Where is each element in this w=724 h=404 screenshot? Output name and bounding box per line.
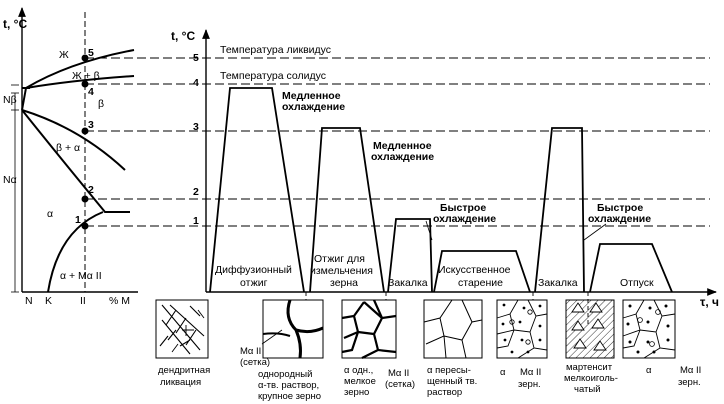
caption-tempered-grain: зерн. [678,377,701,388]
label-network-word: (сетка) [240,357,270,368]
caption-coarse-line1: однородный [258,369,312,380]
caption-martensite-line3: чатый [574,384,601,395]
fast-cooling-2-line2: охлаждение [588,213,651,225]
curve-recrystallization-annealing [309,127,385,293]
curve-diffusion-annealing [209,87,305,293]
tick-4: 4 [193,77,199,89]
quench-2-label: Закалка [538,277,578,289]
caption-particles-grain: зерн. [518,379,541,390]
region-beta: β [98,98,104,110]
slow-cooling-2-line2: охлаждение [371,151,434,163]
caption-martensite-line2: мелкоиголь- [564,373,618,384]
n-beta-label: Nβ [3,94,17,106]
temperature-time-diagram: t, °C τ, ч 5 4 3 2 1 Температура ликвиду… [85,29,719,324]
alpha-m-solvus-curve [47,211,104,293]
point-3-label: 3 [88,119,94,131]
slow-cooling-1-line2: охлаждение [282,101,345,113]
caption-particles-m: Mα II [520,367,541,378]
caption-super-line3: раствор [427,387,462,398]
micro-alpha-particles [496,299,548,359]
caption-fine-m: Mα II [388,368,409,379]
beta-solvus-curve [21,109,126,171]
tick-1: 1 [193,215,199,227]
diffusion-annealing-line1: Диффузионный [215,264,292,276]
artificial-aging-line2: старение [458,277,503,289]
micro-fine-grain [341,299,397,359]
micro-dendritic [155,299,209,359]
fast-cooling-2-line1: Быстрое [597,202,643,214]
slow-cooling-1-line1: Медленное [282,90,341,102]
tick-5: 5 [193,52,199,64]
slow-cooling-2-line1: Медленное [373,140,432,152]
point-1-label: 1 [75,214,81,226]
recrystallization-annealing-line2: измельчения [310,265,373,277]
liquidus-curve [25,49,135,89]
artificial-aging-line1: Искусственное [438,264,511,276]
phase-diagram: t, °C Ж Ж + β β β + α α α + Mα II 5 4 3 … [3,7,138,307]
fast-cooling-1-line1: Быстрое [440,202,486,214]
axis-m-label: % M [109,295,130,307]
caption-tempered-alpha: α [646,365,652,376]
micro-martensite [565,299,615,359]
n-alpha-label: Nα [3,174,17,186]
micro-coarse-grain [261,299,324,359]
solidus-curve [25,75,135,89]
label-network-m: Mα II [240,346,261,357]
region-alpha-m: α + Mα II [60,270,102,282]
region-liquid: Ж [59,49,69,61]
caption-coarse-line2: α-тв. раствор, [258,380,319,391]
caption-particles-alpha: α [500,367,506,378]
curve-quench-1 [387,218,433,293]
caption-martensite-line1: мартенсит [566,362,613,373]
caption-fine-net: (сетка) [385,379,415,390]
recrystallization-annealing-line1: Отжиг для [314,253,365,265]
caption-dendritic-line2: ликвация [160,377,201,388]
curve-quench-2 [534,127,585,293]
phase-axis-t-label: t, °C [3,17,27,31]
curve-artificial-aging [433,250,531,293]
tempering-label: Отпуск [620,277,654,289]
tick-2: 2 [193,186,199,198]
quench-1-label: Закалка [388,277,428,289]
alpha-solvus-curve [21,109,130,213]
region-beta-alpha: β + α [56,142,80,154]
micro-supersaturated [423,299,483,359]
microstructure-sketches: дендритная ликвация Mα II (сетка) одноро… [155,299,701,402]
caption-super-line2: щенный тв. [427,376,477,387]
tick-3: 3 [193,121,199,133]
liquidus-temp-label: Температура ликвидус [220,44,331,56]
point-5-label: 5 [88,47,94,59]
region-alpha: α [47,208,53,220]
caption-tempered-m: Mα II [680,365,701,376]
t-axis-label: t, °C [171,29,195,43]
caption-fine-line3: зерно [344,387,369,398]
caption-fine-line2: мелкое [344,376,376,387]
caption-coarse-line3: крупное зерно [258,391,321,402]
recrystallization-annealing-line3: зерна [330,277,358,289]
curve-tempering [589,243,673,293]
time-axis-label: τ, ч [700,295,719,309]
region-liquid-beta: Ж + β [72,70,100,82]
caption-dendritic-line1: дендритная [158,365,210,376]
axis-n-label: N [25,295,33,307]
axis-ii-label: II [80,295,86,307]
point-4-label: 4 [88,86,94,98]
fast-cooling-1-line2: охлаждение [433,213,496,225]
diffusion-annealing-line2: отжиг [240,277,268,289]
solidus-temp-label: Температура солидус [220,70,326,82]
caption-super-line1: α пересы- [427,365,471,376]
point-2-label: 2 [88,184,94,196]
micro-tempered [622,299,676,359]
axis-k-label: K [45,295,52,307]
caption-fine-line1: α одн., [344,365,373,376]
